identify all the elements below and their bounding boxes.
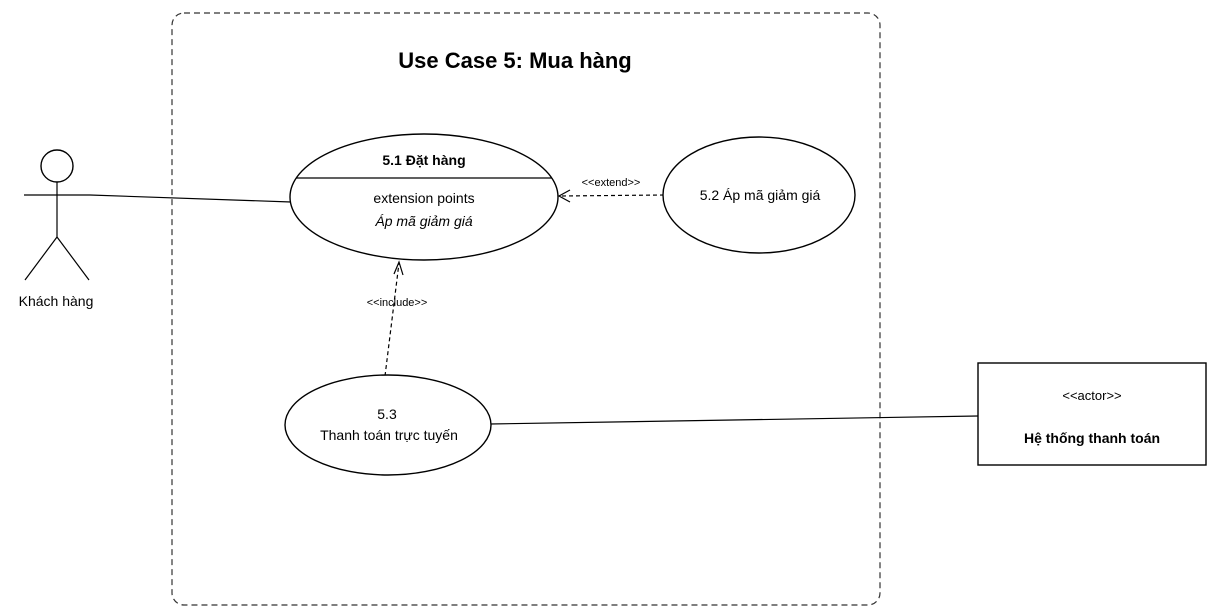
actor-right-leg [56,236,90,281]
use-case-discount-ellipse [662,136,856,254]
use-case-discount-label: 5.2 Áp mã giảm giá [700,187,821,203]
customer-actor-label: Khách hàng [19,293,94,309]
payment-system-stereotype: <<actor>> [1062,388,1121,403]
actor-left-leg [24,236,58,281]
customer-actor[interactable]: Khách hàng [19,149,94,309]
payment-system-name: Hệ thống thanh toán [1024,430,1160,446]
use-case-payment-ellipse [284,374,492,476]
use-case-payment-label: Thanh toán trực tuyến [320,427,458,443]
include-relation-line [384,262,400,377]
payment-system-actor[interactable]: <<actor>> Hệ thống thanh toán [977,362,1207,466]
use-case-payment-number: 5.3 [377,406,397,422]
extend-relation-line [559,194,665,197]
customer-order-association [89,194,292,203]
extend-arrowhead [557,189,571,203]
use-case-order-ellipse [289,133,559,261]
include-arrowhead [393,260,404,276]
include-label: <<include>> [367,297,428,309]
payment-system-box [977,362,1207,466]
diagram-title: Use Case 5: Mua hàng [398,48,632,73]
use-case-payment[interactable]: 5.3 Thanh toán trực tuyến [284,374,492,476]
payment-system-association [489,415,979,425]
use-case-discount[interactable]: 5.2 Áp mã giảm giá [662,136,856,254]
extension-point-discount: Áp mã giảm giá [374,213,472,229]
use-case-order-title: 5.1 Đặt hàng [382,152,465,168]
system-boundary [171,12,881,606]
extend-label: <<extend>> [582,177,641,189]
actor-head [40,149,74,183]
use-case-order[interactable]: 5.1 Đặt hàng extension points Áp mã giảm… [289,133,559,261]
extension-points-label: extension points [373,190,474,206]
